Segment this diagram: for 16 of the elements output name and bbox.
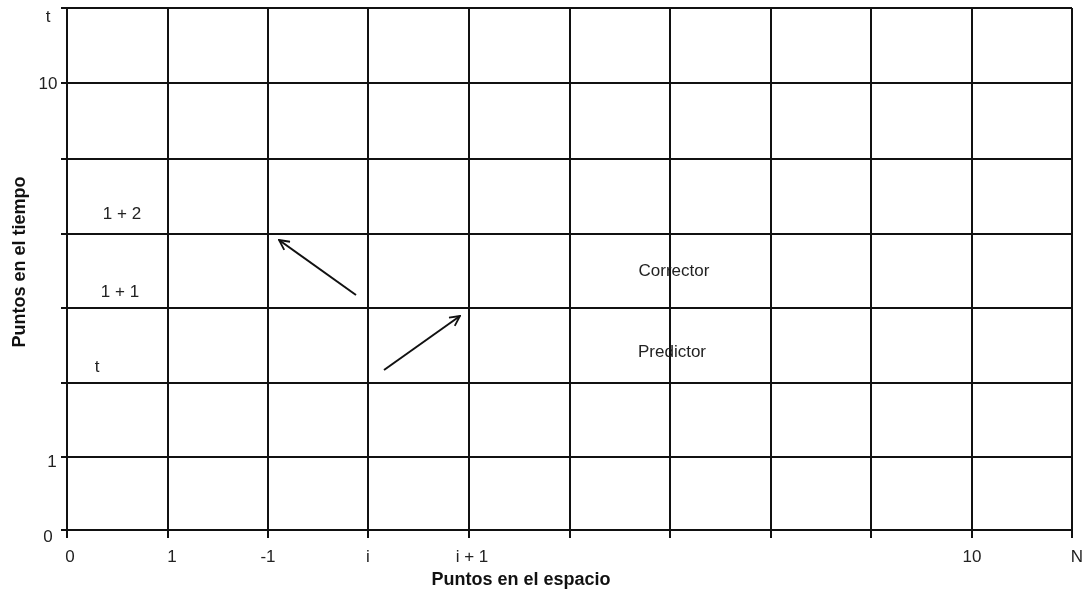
tick-label: N: [1070, 547, 1084, 567]
axis-title: Puntos en el espacio: [431, 570, 611, 590]
tick-label: 0: [43, 527, 53, 547]
row-label: 1 + 2: [102, 204, 142, 224]
tick-label: 1: [47, 452, 57, 472]
tick-label: i: [366, 547, 370, 567]
axis-title: Puntos en el tiempo: [10, 176, 30, 348]
tick-label: t: [45, 7, 51, 27]
tick-label: 10: [38, 74, 58, 94]
tick-label: 0: [65, 547, 75, 567]
row-label: 1 + 1: [100, 282, 140, 302]
row-label: t: [94, 357, 100, 377]
tick-label: 10: [962, 547, 982, 567]
tick-label: 1: [167, 547, 177, 567]
tick-label: i + 1: [455, 547, 489, 567]
tick-label: -1: [260, 547, 276, 567]
